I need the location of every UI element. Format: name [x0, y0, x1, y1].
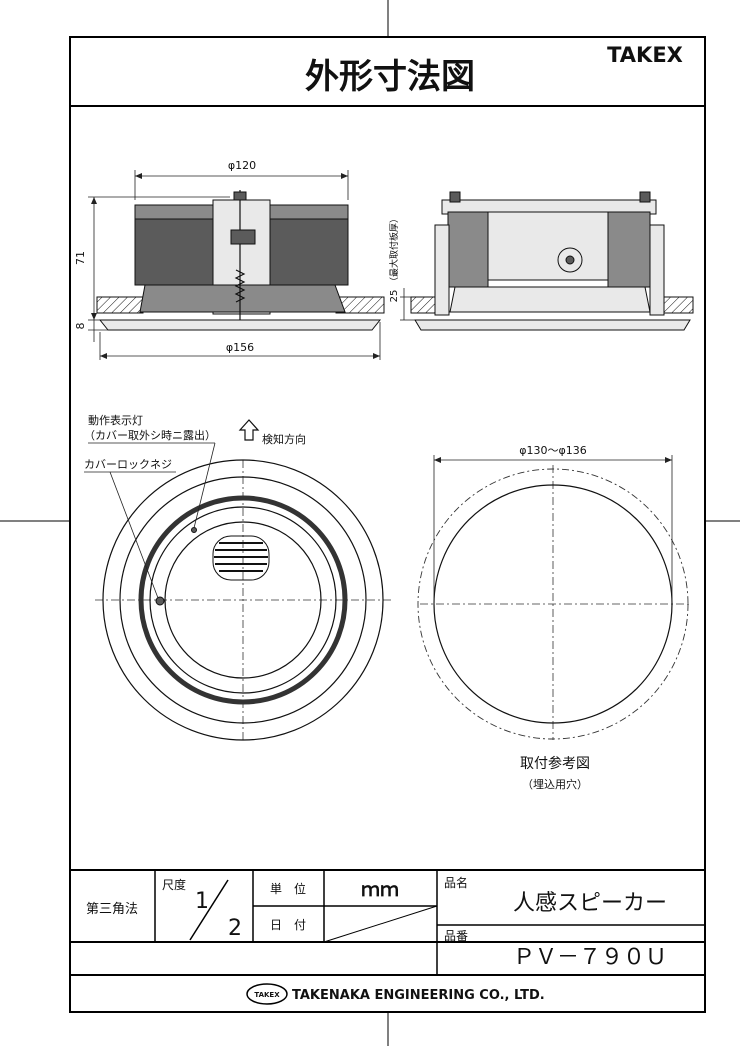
side-view-right: 25 （最大取付板厚） [388, 191, 694, 331]
indicator-label-2: （カバー取外シ時ニ露出） [84, 428, 216, 442]
scale-numerator: 1 [195, 889, 209, 914]
mounting-subcaption: （埋込用穴） [522, 777, 588, 791]
product-name: 人感スピーカー [513, 891, 667, 916]
speaker-grille [212, 535, 270, 581]
dim-ceiling-note: （最大取付板厚） [388, 214, 400, 286]
company-name: TAKENAKA ENGINEERING CO., LTD. [292, 988, 545, 1003]
detect-arrow-icon [238, 419, 260, 441]
company-logo-text: TAKEX [254, 991, 280, 999]
hole-outer-circle [417, 468, 689, 740]
cover-screw-label: カバーロックネジ [84, 458, 172, 471]
dim-ceiling: 25 [389, 290, 400, 303]
spring [234, 269, 246, 303]
clip-right [649, 224, 665, 316]
dim-height: 71 [74, 251, 87, 265]
dim-flange: 8 [74, 323, 87, 330]
flange [98, 319, 382, 331]
product-name-label: 品名 [444, 875, 468, 890]
lower-body-r [449, 286, 651, 313]
side-view: φ120 φ156 71 8 [74, 159, 385, 360]
unit-value: ｍｍ [361, 879, 399, 901]
scale-label: 尺度 [162, 877, 186, 892]
clip-left [434, 224, 450, 316]
mounting-caption: 取付参考図 [520, 755, 590, 772]
mounting-view: φ130～φ136 取付参考図 （埋込用穴） [417, 444, 692, 791]
housing-left [447, 211, 489, 288]
detect-direction-label: 検知方向 [262, 432, 306, 446]
flange-r [414, 319, 691, 331]
housing-right [607, 211, 651, 288]
scale-denominator: 2 [228, 916, 242, 941]
detector-circle [164, 521, 322, 679]
date-label: 日 付 [270, 918, 306, 932]
outer-flange-circle [102, 459, 384, 741]
indicator-led [191, 527, 197, 533]
brand-logo: TAKEX [607, 43, 683, 67]
clamp-part [230, 229, 256, 245]
front-view: 動作表示灯 （カバー取外シ時ニ露出） カバーロックネジ 検知方向 [84, 413, 392, 742]
company-logo-icon [246, 983, 288, 1005]
dim-hole: φ130～φ136 [519, 444, 587, 457]
cover-rim [138, 495, 348, 705]
drawing-frame [69, 36, 706, 1013]
part-number-label: 品番 [444, 929, 468, 943]
title-block: 第三角法 尺度 1 2 単 位 ｍｍ 日 付 品名 人感スピーカー 品番 ＰＶ－… [70, 869, 705, 1005]
unit-label: 単 位 [270, 881, 306, 896]
dim-width-top: φ120 [228, 159, 256, 172]
cover-lock-screw [155, 596, 165, 606]
indicator-label-1: 動作表示灯 [88, 413, 143, 427]
projection-method: 第三角法 [86, 902, 138, 917]
part-number: ＰＶ－７９０Ｕ [513, 945, 667, 970]
screw-head [233, 191, 247, 201]
dim-width-bottom: φ156 [226, 341, 254, 354]
page-title: 外形寸法図 [305, 57, 475, 97]
housing-center [487, 211, 609, 281]
ceiling-section-left [96, 296, 144, 314]
